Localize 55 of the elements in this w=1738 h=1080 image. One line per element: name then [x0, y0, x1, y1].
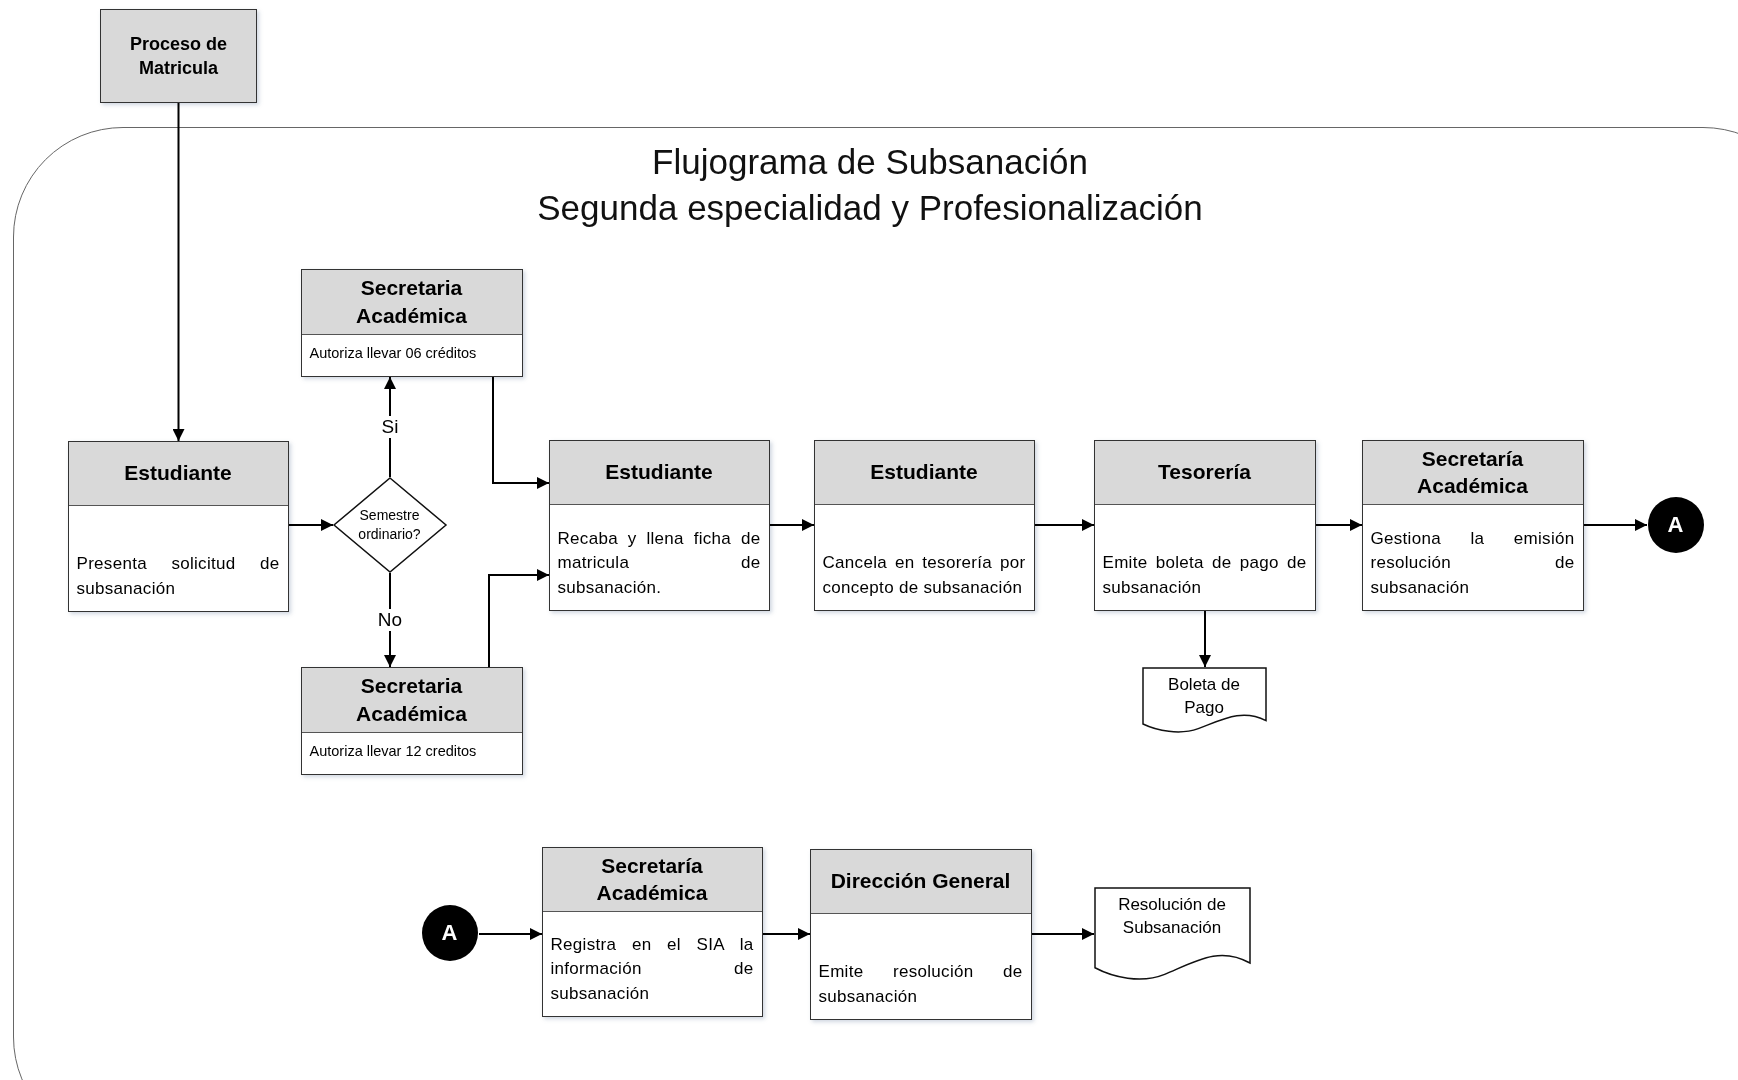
process-box [67, 440, 289, 612]
process-box [548, 439, 770, 611]
node-label: A [1667, 511, 1684, 538]
node-heading: Tesorería [1158, 459, 1251, 486]
arrow [172, 102, 185, 442]
node-description: Emite resolución de subsanación [818, 961, 1023, 1008]
node-heading: Secretaria Académica [355, 275, 468, 329]
arrow [288, 519, 334, 531]
arrow [769, 519, 815, 531]
arrow [384, 376, 396, 478]
node-label: Resolución de Subsanación [1117, 893, 1227, 940]
node-heading: Flujograma de Subsanación [652, 142, 1088, 182]
arrow [1315, 519, 1363, 531]
process-box [813, 439, 1035, 611]
process-box [1093, 439, 1316, 611]
arrow [1199, 610, 1211, 668]
node-description: Emite boleta de pago de subsanación [1102, 552, 1307, 599]
arrow [478, 928, 543, 940]
node-description: Autoriza llevar 06 créditos [309, 344, 478, 363]
node-subheading: Segunda especialidad y Profesionalización [537, 188, 1203, 228]
process-box [300, 666, 523, 775]
node-heading: Estudiante [124, 460, 232, 487]
arrow [1583, 519, 1648, 531]
node-label: Proceso de Matricula [128, 32, 228, 80]
document-shape [1141, 666, 1267, 734]
document-shape [1093, 886, 1251, 982]
arrow [492, 376, 550, 489]
connector-circle [1646, 495, 1705, 554]
node-heading: Estudiante [605, 459, 713, 486]
node-label: Boleta de Pago [1167, 673, 1241, 720]
node-description: Registra en el SIA la información de subsanación [550, 933, 754, 1005]
process-box [809, 848, 1032, 1020]
node-heading: Secretaría Académica [595, 852, 709, 906]
decision-diamond [332, 476, 447, 573]
process-box [541, 846, 763, 1017]
edge-label: Si [379, 416, 401, 438]
node-heading: Dirección General [830, 868, 1011, 895]
node-description: Recaba y llena ficha de matricula de subsanación. [557, 527, 761, 599]
process-box [1361, 439, 1584, 611]
arrow [1034, 519, 1095, 531]
arrow [488, 569, 550, 668]
process-box [100, 9, 257, 103]
arrow [762, 928, 811, 940]
node-description: Autoriza llevar 12 creditos [309, 742, 478, 761]
node-heading: Secretaria Académica [355, 673, 468, 727]
node-heading: Secretaría Académica [1416, 445, 1529, 499]
node-description: Presenta solicitud de subsanación [76, 553, 280, 600]
node-label: Semestre ordinario? [357, 506, 422, 543]
node-description: Cancela en tesorería por concepto de subsanación [822, 552, 1026, 599]
node-heading: Estudiante [870, 459, 978, 486]
node-label: A [441, 919, 458, 946]
arrow [1031, 928, 1095, 940]
process-box [300, 268, 523, 377]
connector-circle [420, 903, 479, 962]
node-description: Gestiona la emisión resolución de subsanación [1370, 527, 1575, 599]
